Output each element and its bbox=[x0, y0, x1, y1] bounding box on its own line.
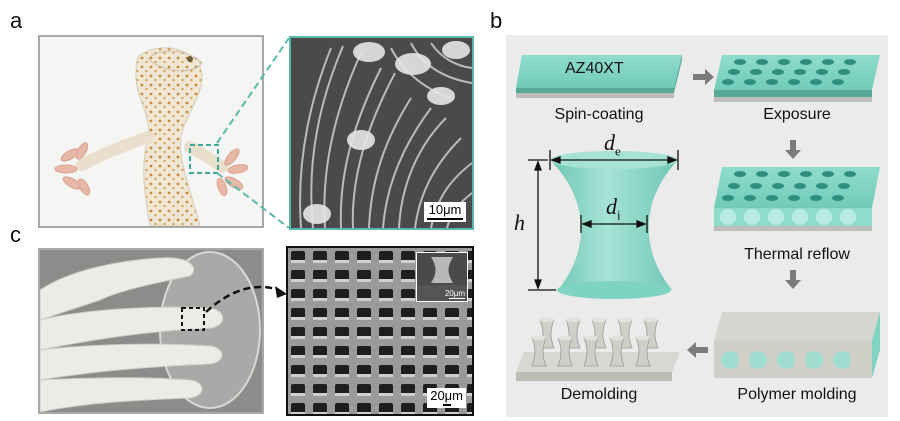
hourglass-pillar bbox=[550, 151, 678, 299]
caption-spin-coating: Spin-coating bbox=[554, 106, 644, 123]
caption-polymer-molding: Polymer molding bbox=[737, 386, 857, 403]
panel-label-c: c bbox=[10, 222, 21, 247]
array-demolding bbox=[516, 317, 680, 381]
dimension-di-symbol: d bbox=[606, 194, 617, 219]
scalebar-a: 10μm bbox=[424, 202, 466, 222]
dimension-de: de bbox=[604, 130, 621, 159]
glove-illustration bbox=[40, 250, 262, 412]
caption-demolding: Demolding bbox=[560, 386, 638, 403]
dimension-de-sub: e bbox=[615, 143, 621, 159]
dimension-de-symbol: d bbox=[604, 130, 615, 155]
inset-pillar-illustration bbox=[417, 253, 467, 285]
setae-illustration bbox=[291, 38, 472, 228]
setae-sem-image: 10μm bbox=[289, 36, 474, 230]
scalebar-c-label: 20μm bbox=[430, 388, 463, 403]
sem-inset: 20μm bbox=[416, 252, 468, 302]
wafer-exposure bbox=[714, 55, 880, 102]
process-arrows bbox=[687, 69, 801, 358]
dimension-di: di bbox=[606, 194, 621, 223]
inset-scalebar-label: 20μm bbox=[444, 289, 465, 298]
dimension-h: h bbox=[514, 210, 525, 235]
panel-label-a: a bbox=[10, 8, 23, 33]
scalebar-c: 20μm bbox=[427, 388, 466, 408]
dimension-di-sub: i bbox=[617, 207, 621, 223]
scalebar-a-label: 10μm bbox=[428, 202, 462, 217]
wafer-label: AZ40XT bbox=[565, 60, 624, 77]
wafer-thermal-reflow bbox=[714, 167, 880, 231]
glove-photo bbox=[38, 248, 264, 414]
caption-thermal-reflow: Thermal reflow bbox=[744, 246, 850, 263]
micropillar-sem-image: 20μm 20μm bbox=[286, 246, 474, 416]
caption-exposure: Exposure bbox=[763, 106, 831, 123]
block-polymer-molding bbox=[714, 312, 880, 378]
dimension-lines bbox=[528, 150, 679, 291]
gecko-photo bbox=[38, 35, 264, 228]
wafer-spin-coating bbox=[516, 55, 682, 98]
panel-label-b: b bbox=[490, 8, 503, 33]
gecko-illustration bbox=[54, 47, 249, 226]
